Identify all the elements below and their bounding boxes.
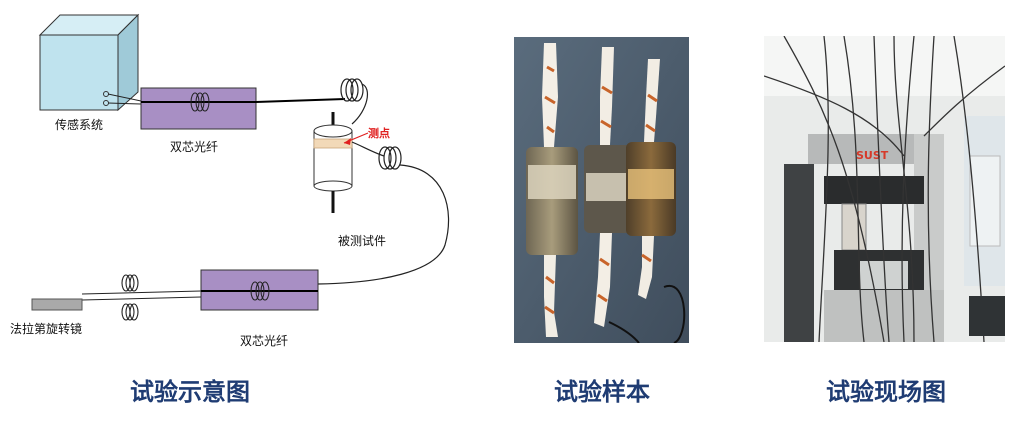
dual-core-fiber-label-top: 双芯光纤 <box>170 140 218 154</box>
faraday-mirror-label: 法拉第旋转镜 <box>10 321 82 336</box>
measure-point-label: 测点 <box>368 126 390 140</box>
dual-core-fiber-label-bottom: 双芯光纤 <box>240 334 288 348</box>
fiber-coil-bottom <box>121 274 139 321</box>
sensing-system-box <box>38 13 140 112</box>
sensing-system-label: 传感系统 <box>55 117 103 132</box>
caption-schematic: 试验示意图 <box>130 378 250 406</box>
test-machine: SUST <box>784 134 944 342</box>
specimen-cylinder <box>313 112 353 213</box>
sample-2 <box>584 47 632 327</box>
dual-core-fiber-top <box>140 87 257 130</box>
caption-site: 试验现场图 <box>826 378 946 406</box>
svg-text:SUST: SUST <box>856 149 889 162</box>
sample-specimens-photo <box>514 37 689 343</box>
specimen-label: 被测试件 <box>338 233 386 248</box>
sample-1 <box>526 43 578 337</box>
dual-core-fiber-bottom <box>200 269 319 311</box>
sample-3 <box>626 59 676 299</box>
fiber-coil-top <box>340 78 364 102</box>
fiber-coil-middle <box>378 146 402 170</box>
caption-samples: 试验样本 <box>554 378 650 406</box>
schematic-diagram: 传感系统 双芯光纤 测点 被测试件 <box>10 13 450 348</box>
faraday-mirror <box>31 298 83 311</box>
test-machine-photo: SUST <box>764 36 1005 342</box>
